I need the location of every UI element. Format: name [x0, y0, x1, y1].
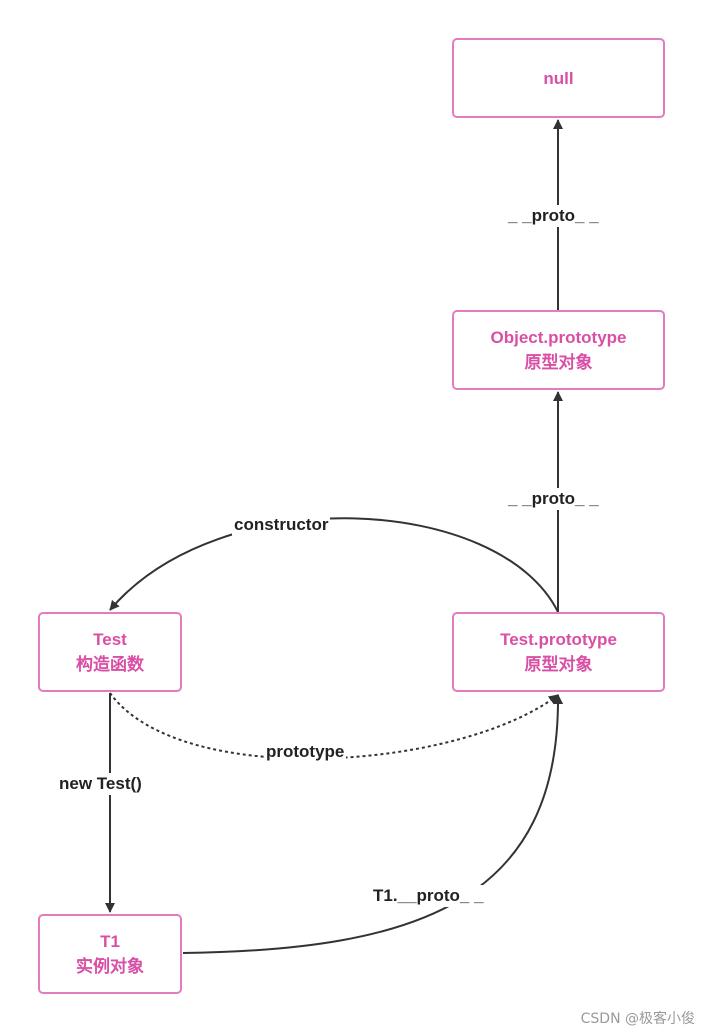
- edge-label-constructor: constructor: [232, 514, 331, 536]
- node-null: null: [452, 38, 665, 118]
- edge-label-new-test: new Test(): [57, 773, 144, 795]
- node-test-prototype: Test.prototype 原型对象: [452, 612, 665, 692]
- edge-label-proto-top: _ _proto_ _: [506, 205, 601, 227]
- edge-t1-proto: [182, 694, 564, 954]
- node-t1-subtitle: 实例对象: [76, 957, 144, 976]
- node-object-prototype: Object.prototype 原型对象: [452, 310, 665, 390]
- node-t1: T1 实例对象: [38, 914, 182, 994]
- node-test-prototype-title: Test.prototype: [500, 630, 617, 649]
- node-test-title: Test: [93, 630, 127, 649]
- node-test: Test 构造函数: [38, 612, 182, 692]
- node-t1-title: T1: [100, 932, 120, 951]
- node-object-prototype-title: Object.prototype: [490, 328, 627, 347]
- edge-label-proto-mid: _ _proto_ _: [506, 488, 601, 510]
- watermark: CSDN @极客小俊: [580, 1011, 695, 1027]
- node-null-label: null: [543, 68, 574, 88]
- node-object-prototype-subtitle: 原型对象: [524, 353, 593, 372]
- edge-constructor: [109, 517, 559, 613]
- node-test-prototype-subtitle: 原型对象: [524, 655, 593, 674]
- edge-label-prototype: prototype: [264, 741, 347, 763]
- node-test-subtitle: 构造函数: [76, 655, 144, 674]
- edge-label-t1-proto: T1.__proto_ _: [371, 885, 486, 907]
